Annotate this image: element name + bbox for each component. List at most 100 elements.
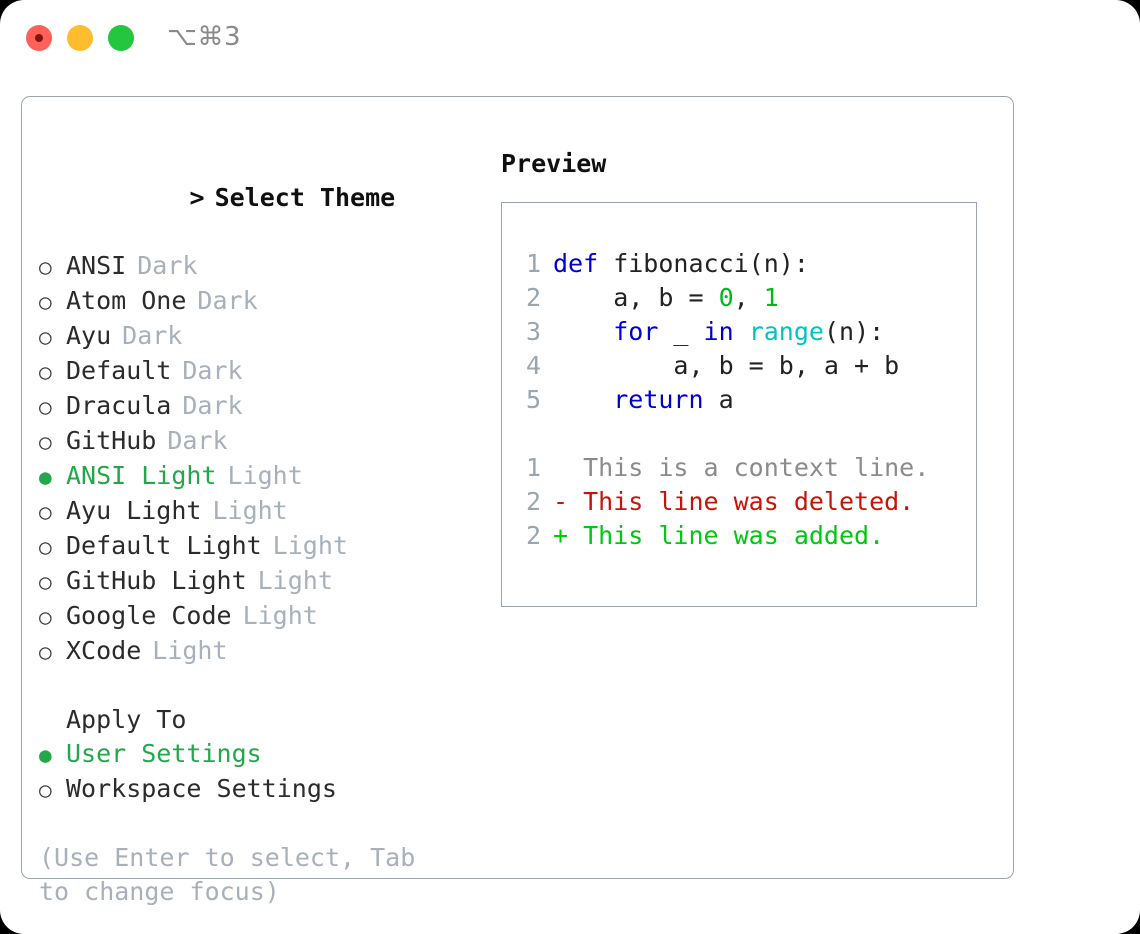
minimize-button-icon[interactable] — [67, 25, 93, 51]
diff-line-text: - This line was deleted. — [553, 487, 915, 516]
radio-unselected-icon: ○ — [39, 640, 52, 664]
radio-unselected-icon: ○ — [39, 535, 52, 559]
theme-option-category: Dark — [182, 356, 243, 385]
radio-unselected-icon: ○ — [39, 325, 52, 349]
radio-selected-icon: ● — [39, 743, 52, 767]
traffic-light-group — [26, 25, 134, 51]
theme-option-label: Ayu — [66, 321, 112, 350]
line-number: 5 — [525, 385, 541, 414]
theme-option-label: ANSI Light — [66, 461, 217, 490]
theme-option-xcode[interactable]: ○ XCode Light — [39, 634, 499, 669]
theme-option-ansi-light[interactable]: ● ANSI Light Light — [39, 459, 499, 494]
theme-option-category: Light — [257, 566, 333, 595]
code-token-fn: range — [748, 317, 824, 346]
keyboard-hint-text: (Use Enter to select, Tab to change focu… — [39, 843, 431, 906]
code-line: 4 a, b = b, a + b — [515, 349, 968, 383]
code-token-txt: a, b = b, a + b — [553, 351, 900, 380]
code-line: 5 return a — [515, 383, 968, 417]
code-token-txt — [553, 385, 613, 414]
diff-line-add: 2 + This line was added. — [515, 519, 968, 553]
theme-option-category: Light — [152, 636, 228, 665]
radio-unselected-icon: ○ — [39, 500, 52, 524]
diff-line-text: + This line was added. — [553, 521, 885, 550]
code-token-txt: a, b = — [553, 283, 719, 312]
diff-line-del: 2 - This line was deleted. — [515, 485, 968, 519]
theme-option-label: Default Light — [66, 531, 262, 560]
radio-unselected-icon: ○ — [39, 360, 52, 384]
code-line: 3 for _ in range(n): — [515, 315, 968, 349]
line-number: 2 — [525, 283, 541, 312]
theme-option-label: XCode — [66, 636, 142, 665]
line-number: 2 — [525, 521, 541, 550]
theme-option-category: Light — [272, 531, 348, 560]
diff-line-ctx: 1 This is a context line. — [515, 451, 968, 485]
apply-to-option-label: User Settings — [66, 739, 262, 768]
radio-selected-icon: ● — [39, 465, 52, 489]
theme-option-category: Light — [242, 601, 318, 630]
code-line: 2 a, b = 0, 1 — [515, 281, 968, 315]
theme-option-label: GitHub — [66, 426, 157, 455]
theme-option-category: Dark — [167, 426, 228, 455]
apply-to-label: Apply To — [66, 705, 187, 734]
theme-option-label: Ayu Light — [66, 496, 202, 525]
keyboard-shortcut-label: ⌥⌘3 — [167, 22, 242, 52]
theme-option-default-light[interactable]: ○ Default Light Light — [39, 529, 499, 564]
close-button-icon[interactable] — [26, 25, 52, 51]
radio-unselected-icon: ○ — [39, 570, 52, 594]
code-token-txt: fibonacci(n): — [598, 249, 809, 278]
theme-option-category: Light — [227, 461, 303, 490]
prompt-caret-icon: > — [189, 183, 205, 212]
radio-unselected-icon: ○ — [39, 395, 52, 419]
theme-option-default[interactable]: ○ Default Dark — [39, 354, 499, 389]
select-theme-heading-label: Select Theme — [214, 183, 396, 212]
code-token-kw: def — [553, 249, 599, 278]
theme-option-category: Light — [212, 496, 288, 525]
line-number: 1 — [525, 249, 541, 278]
apply-to-option-list[interactable]: ● User Settings ○ Workspace Settings — [39, 737, 499, 807]
line-number: 1 — [525, 453, 541, 482]
theme-option-category: Dark — [182, 391, 243, 420]
radio-unselected-icon: ○ — [39, 778, 52, 802]
section-spacer — [39, 669, 499, 703]
theme-option-ayu-light[interactable]: ○ Ayu Light Light — [39, 494, 499, 529]
code-token-txt: _ — [658, 317, 704, 346]
code-token-kw: return — [613, 385, 704, 414]
preview-title: Preview — [501, 149, 607, 178]
theme-option-category: Dark — [197, 286, 258, 315]
theme-option-label: Default — [66, 356, 172, 385]
theme-option-label: Atom One — [66, 286, 187, 315]
title-bar: ⌥⌘3 — [0, 0, 1140, 78]
apply-to-option-label: Workspace Settings — [66, 774, 337, 803]
apply-to-option-workspace-settings[interactable]: ○ Workspace Settings — [39, 772, 499, 807]
diff-line-text: This is a context line. — [553, 453, 930, 482]
code-token-txt: , — [733, 283, 764, 312]
theme-option-ayu[interactable]: ○ Ayu Dark — [39, 319, 499, 354]
code-token-kw: in — [703, 317, 734, 346]
code-line: 1 def fibonacci(n): — [515, 247, 968, 281]
apply-to-option-user-settings[interactable]: ● User Settings — [39, 737, 499, 772]
theme-option-category: Dark — [122, 321, 183, 350]
theme-option-category: Dark — [137, 251, 198, 280]
line-number: 2 — [525, 487, 541, 516]
theme-option-label: Google Code — [66, 601, 232, 630]
code-token-txt: (n): — [823, 317, 885, 346]
code-token-kw: for — [613, 317, 659, 346]
line-number: 3 — [525, 317, 541, 346]
code-token-txt: a — [703, 385, 734, 414]
code-token-num: 1 — [763, 283, 779, 312]
maximize-button-icon[interactable] — [108, 25, 134, 51]
radio-unselected-icon: ○ — [39, 255, 52, 279]
